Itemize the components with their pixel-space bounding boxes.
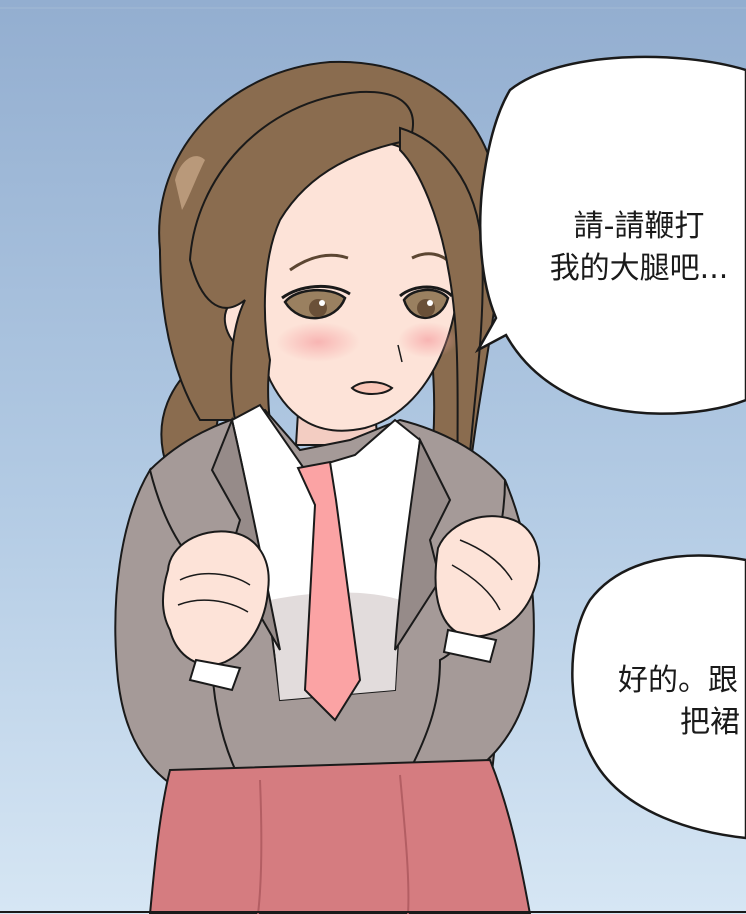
speech-bubble-top (474, 55, 746, 415)
left-eyebrow (289, 253, 349, 272)
bubble-bottom-line-2: 把裙 (680, 705, 740, 740)
blush-left (276, 322, 360, 362)
right-fist (434, 515, 541, 638)
blush-right (398, 322, 458, 358)
right-cuff (442, 628, 498, 664)
bubble-top-line-1: 請-請鞭打 (573, 209, 705, 244)
speech-bubble-top-text: 請-請鞭打 我的大腿吧... (524, 206, 746, 290)
left-fist (162, 530, 270, 667)
speech-bubble-bottom-text: 好的。跟 把裙 (618, 660, 740, 744)
left-cuff (188, 658, 242, 692)
right-lapel (394, 436, 452, 651)
skirt (148, 758, 532, 914)
right-fist-fingers (451, 539, 513, 611)
speech-bubble-bottom (571, 554, 746, 840)
nose (397, 344, 403, 363)
mouth (350, 381, 394, 395)
skirt-fold (257, 774, 410, 914)
bubble-top-line-2: 我的大腿吧... (549, 251, 729, 286)
left-eye (281, 284, 351, 320)
left-fist-fingers (177, 572, 251, 613)
right-eye (399, 285, 454, 319)
tie (296, 460, 362, 722)
hair-highlight (175, 156, 205, 210)
bubble-bottom-line-1: 好的。跟 (618, 663, 738, 698)
